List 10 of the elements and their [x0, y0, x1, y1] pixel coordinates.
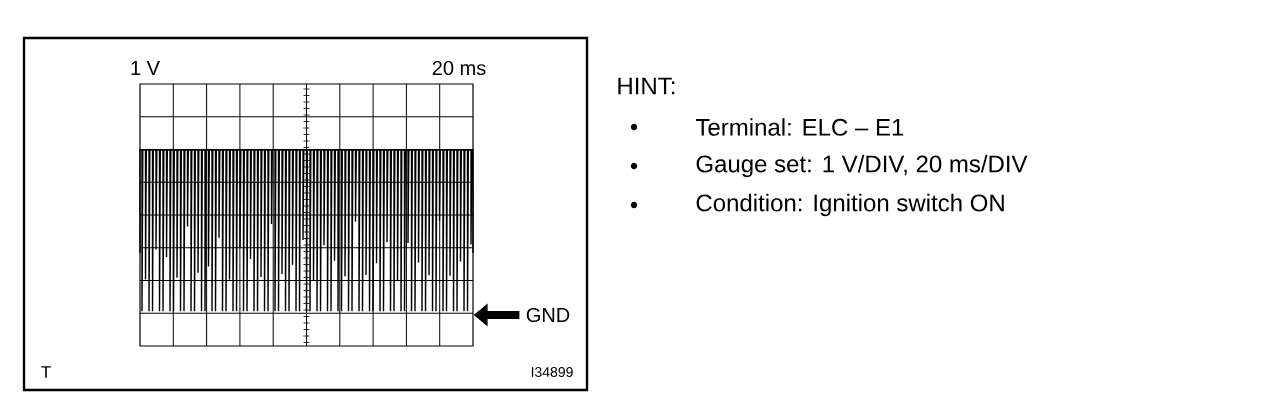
corner-label: T: [41, 366, 51, 378]
hint-heading: HINT:: [618, 77, 675, 95]
oscilloscope-screen: [139, 83, 474, 347]
scale-label: 1 V: [131, 61, 160, 75]
scale-label: 20 ms: [432, 60, 486, 76]
gnd-label: GND: [526, 307, 570, 323]
figure-number: I34899: [531, 367, 573, 377]
hint-item: Condition: Ignition switch ON: [696, 193, 1004, 217]
hint-item: Terminal: ELC – E1: [695, 118, 904, 136]
hint-item: Gauge set: 1 V/DIV, 20 ms/DIV: [696, 154, 1028, 178]
